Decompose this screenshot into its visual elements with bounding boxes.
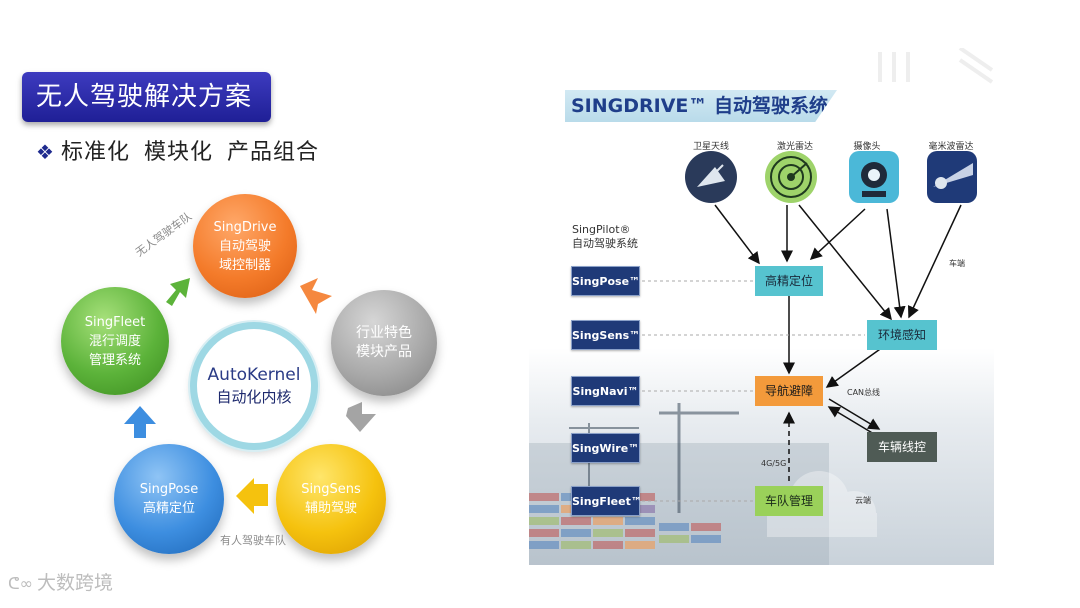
singfleet-line3: 管理系统 (89, 351, 141, 370)
singpilot-title: SingPilot® 自动驾驶系统 (572, 223, 638, 251)
core-title: AutoKernel (208, 364, 301, 386)
autokernel-core: AutoKernel 自动化内核 (190, 322, 318, 450)
singpilot-desc: 自动驾驶系统 (572, 237, 638, 251)
singpose-name: SingPose (140, 480, 198, 499)
logo-text: 大数跨境 (37, 572, 113, 594)
label-vehicle-end: 车端 (949, 258, 965, 269)
arrow-sens-to-pose (236, 478, 268, 514)
node-singsens: SingSens 辅助驾驶 (276, 444, 386, 554)
singsens-name: SingSens (301, 480, 361, 499)
lidar-icon (765, 151, 817, 203)
node-fleet-management: 车队管理 (755, 486, 823, 516)
node-singdrive: SingDrive 自动驾驶 域控制器 (193, 194, 297, 298)
system-box-singpose: SingPose™ (571, 266, 640, 296)
singfleet-name: SingFleet (85, 313, 146, 332)
satellite-antenna-icon (685, 151, 737, 203)
system-box-singsens: SingSens™ (571, 320, 640, 350)
system-box-singfleet: SingFleet™ (571, 486, 640, 516)
label-manned-fleet: 有人驾驶车队 (220, 532, 286, 548)
footer-logo: ᕦ∞大数跨境 (8, 568, 113, 595)
system-box-singnavi: SingNavi™ (571, 376, 640, 406)
node-singfleet: SingFleet 混行调度 管理系统 (61, 287, 169, 395)
system-box-singwire: SingWire™ (571, 433, 640, 463)
singdrive-line2: 自动驾驶 (219, 237, 271, 256)
arrow-drive-to-industry (300, 278, 332, 314)
label-cloud: 云端 (855, 495, 871, 506)
core-subtitle: 自动化内核 (216, 386, 291, 408)
logo-icon: ᕦ∞ (8, 574, 33, 593)
label-can-bus: CAN总线 (847, 387, 880, 398)
industry-line2: 模块产品 (356, 343, 412, 362)
arrow-industry-to-sens (346, 402, 376, 432)
node-environment-perception: 环境感知 (867, 320, 937, 350)
industry-line1: 行业特色 (356, 324, 412, 343)
singdrive-system-panel: SINGDRIVE™ 自动驾驶系统 卫星天线 激光雷达 摄像头 毫米波雷达 (529, 83, 994, 565)
node-hd-positioning: 高精定位 (755, 266, 823, 296)
singpose-line2: 高精定位 (143, 499, 195, 518)
node-singpose: SingPose 高精定位 (114, 444, 224, 554)
singpilot-name: SingPilot® (572, 223, 638, 237)
decorative-strokes (870, 48, 1000, 98)
node-navigation-obstacle: 导航避障 (755, 376, 823, 406)
node-industry-module: 行业特色 模块产品 (331, 290, 437, 396)
singfleet-line2: 混行调度 (89, 332, 141, 351)
millimeter-radar-icon (927, 151, 977, 203)
singsens-line2: 辅助驾驶 (305, 499, 357, 518)
singdrive-name: SingDrive (213, 218, 276, 237)
singdrive-line3: 域控制器 (219, 256, 271, 275)
label-4g5g: 4G/5G (761, 459, 786, 468)
arrow-pose-to-fleet (124, 406, 156, 438)
node-vehicle-wire-control: 车辆线控 (867, 432, 937, 462)
arrow-fleet-to-drive (166, 278, 190, 306)
camera-icon (849, 151, 899, 203)
